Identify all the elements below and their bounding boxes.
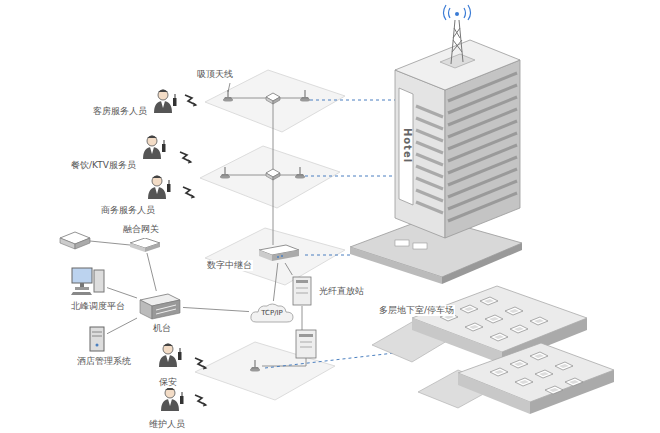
node-text: TCP/IP (250, 302, 294, 324)
device-label: 光纤直放站 (318, 286, 365, 297)
antenna-wiring (90, 83, 306, 366)
callout-label: 保安 (158, 377, 178, 388)
hotel-building (350, 5, 522, 284)
fiber-repeater: 光纤直放站 (292, 276, 312, 306)
staff-figures (143, 90, 206, 412)
network-link (107, 288, 137, 298)
parking-decks (372, 286, 614, 414)
network-link (285, 263, 292, 275)
fiber-repeater-icon (296, 330, 316, 358)
ceiling-antennas (220, 90, 310, 372)
callout-label: 餐饮/KTV服务员 (70, 160, 137, 171)
gateway-device: 融合网关 (130, 238, 160, 252)
device-icon (258, 244, 300, 262)
node-text-run: TCP/IP (261, 309, 283, 317)
console-rack: 机台 (138, 292, 182, 320)
dispatch-pc: 北峰调度平台 (70, 266, 106, 296)
network-link (273, 263, 277, 301)
device-icon (130, 238, 160, 252)
network-link (183, 307, 249, 311)
device-label: 北峰调度平台 (70, 301, 126, 312)
device-label: 融合网关 (122, 224, 160, 235)
callout-label: 吸顶天线 (196, 69, 234, 80)
network-cloud: TCP/IP (250, 302, 294, 324)
callout-label: 多层地下室/停车场 (378, 305, 455, 316)
network-link (147, 253, 156, 291)
device-icon (138, 292, 182, 320)
gateway-icon (60, 232, 90, 249)
device-label: 数字中继台 (206, 260, 253, 271)
device-icon (292, 276, 312, 306)
device-icon (70, 266, 106, 296)
digital-repeater: 数字中继台 (258, 244, 300, 262)
building-sign: Hotel (402, 125, 413, 167)
callout-label: 维护人员 (148, 419, 186, 430)
callout-label: 客房服务人员 (92, 106, 148, 117)
device-label: 酒店管理系统 (76, 356, 132, 367)
callout-label: 商务服务人员 (100, 205, 156, 216)
hotel-server: 酒店管理系统 (88, 326, 106, 352)
network-link (107, 318, 137, 334)
device-label: 机台 (152, 323, 172, 334)
device-icon (88, 326, 106, 352)
floor-planes (195, 70, 345, 400)
